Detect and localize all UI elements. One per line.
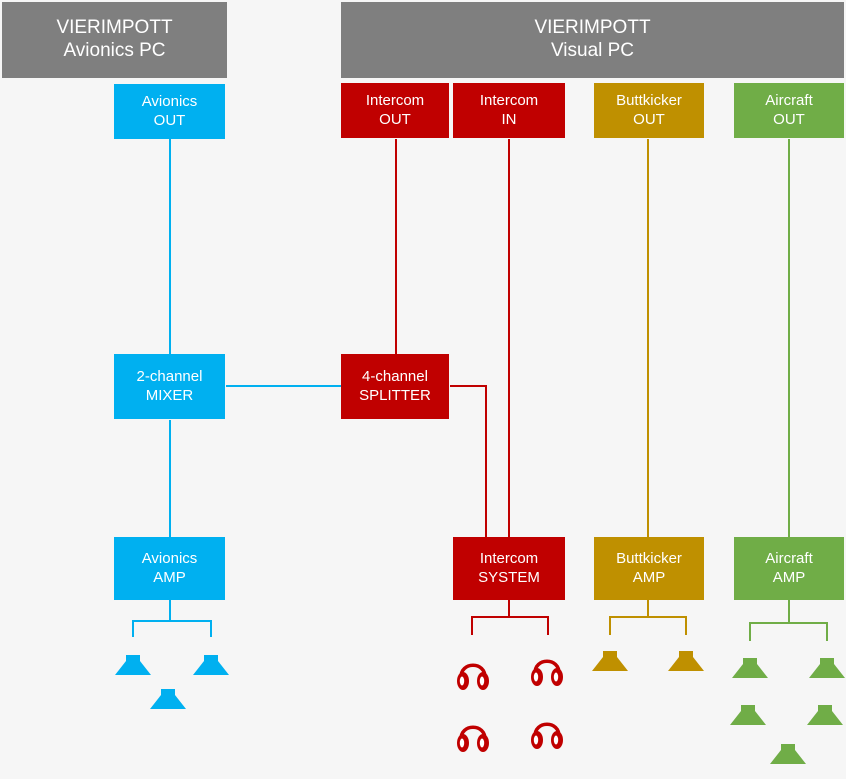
mixer-sublabel: MIXER bbox=[145, 386, 194, 404]
visual-pc-title: VIERIMPOTT bbox=[534, 17, 651, 39]
buttkicker-amp-label: Buttkicker bbox=[616, 549, 682, 567]
visual-pc-subtitle: Visual PC bbox=[550, 40, 635, 61]
headphones-icon bbox=[455, 663, 491, 692]
avionics-out-sublabel: OUT bbox=[153, 111, 186, 129]
speaker-icon bbox=[809, 658, 845, 678]
buttkicker-speaker-bus bbox=[609, 616, 687, 635]
intercom-in-sublabel: IN bbox=[501, 110, 517, 128]
avionics-pc-title: VIERIMPOTT bbox=[56, 17, 173, 39]
buttkicker-out-sublabel: OUT bbox=[633, 110, 665, 128]
mixer-node: 2-channel MIXER bbox=[114, 354, 225, 419]
aircraft-amp-node: Aircraft AMP bbox=[734, 537, 844, 600]
intercom-wires bbox=[395, 139, 549, 635]
intercom-out-node: Intercom OUT bbox=[341, 83, 449, 138]
mixer-label: 2-channel bbox=[136, 367, 203, 385]
headphone-bus bbox=[471, 616, 549, 635]
headphones-icon bbox=[529, 659, 565, 688]
buttkicker-amp-sublabel: AMP bbox=[632, 568, 666, 586]
aircraft-out-node: Aircraft OUT bbox=[734, 83, 844, 138]
avionics-amp-node: Avionics AMP bbox=[114, 537, 225, 600]
splitter-node: 4-channel SPLITTER bbox=[341, 354, 449, 419]
avionics-amp-sublabel: AMP bbox=[153, 568, 186, 586]
speaker-icon bbox=[193, 655, 229, 675]
aircraft-speaker-bus bbox=[749, 622, 828, 641]
speaker-icon bbox=[668, 651, 704, 671]
avionics-wires bbox=[132, 139, 341, 637]
aircraft-out-sublabel: OUT bbox=[773, 110, 805, 128]
speaker-icon bbox=[115, 655, 151, 675]
aircraft-amp-sublabel: AMP bbox=[772, 568, 806, 586]
splitter-to-intercom-system-wire bbox=[450, 385, 487, 537]
splitter-sublabel: SPLITTER bbox=[359, 386, 431, 404]
speaker-icon bbox=[150, 689, 186, 709]
headphones-icon bbox=[529, 722, 565, 751]
buttkicker-out-node: Buttkicker OUT bbox=[594, 83, 704, 138]
intercom-in-label: Intercom bbox=[479, 91, 539, 109]
buttkicker-amp-node: Buttkicker AMP bbox=[594, 537, 704, 600]
avionics-pc-header: VIERIMPOTT Avionics PC bbox=[2, 2, 227, 78]
avionics-pc-subtitle: Avionics PC bbox=[63, 40, 166, 61]
aircraft-out-label: Aircraft bbox=[765, 91, 813, 109]
buttkicker-wires bbox=[609, 139, 687, 635]
intercom-system-node: Intercom SYSTEM bbox=[453, 537, 565, 600]
splitter-label: 4-channel bbox=[362, 367, 428, 385]
intercom-out-sublabel: OUT bbox=[379, 110, 411, 128]
speaker-icon bbox=[807, 705, 843, 725]
aircraft-wires bbox=[749, 139, 828, 641]
intercom-out-label: Intercom bbox=[365, 91, 425, 109]
speaker-icon bbox=[730, 705, 766, 725]
aircraft-amp-label: Aircraft bbox=[765, 549, 813, 567]
intercom-system-label: Intercom bbox=[479, 549, 539, 567]
headphones-icon bbox=[455, 725, 491, 754]
avionics-amp-label: Avionics bbox=[141, 549, 198, 567]
intercom-system-sublabel: SYSTEM bbox=[478, 568, 540, 586]
speaker-icon bbox=[732, 658, 768, 678]
intercom-in-node: Intercom IN bbox=[453, 83, 565, 138]
avionics-out-label: Avionics bbox=[141, 92, 198, 110]
avionics-speaker-bus bbox=[132, 620, 212, 637]
avionics-out-node: Avionics OUT bbox=[114, 84, 225, 139]
speaker-icon bbox=[770, 744, 806, 764]
speaker-icon bbox=[592, 651, 628, 671]
visual-pc-header: VIERIMPOTT Visual PC bbox=[341, 2, 844, 78]
buttkicker-out-label: Buttkicker bbox=[616, 91, 682, 109]
